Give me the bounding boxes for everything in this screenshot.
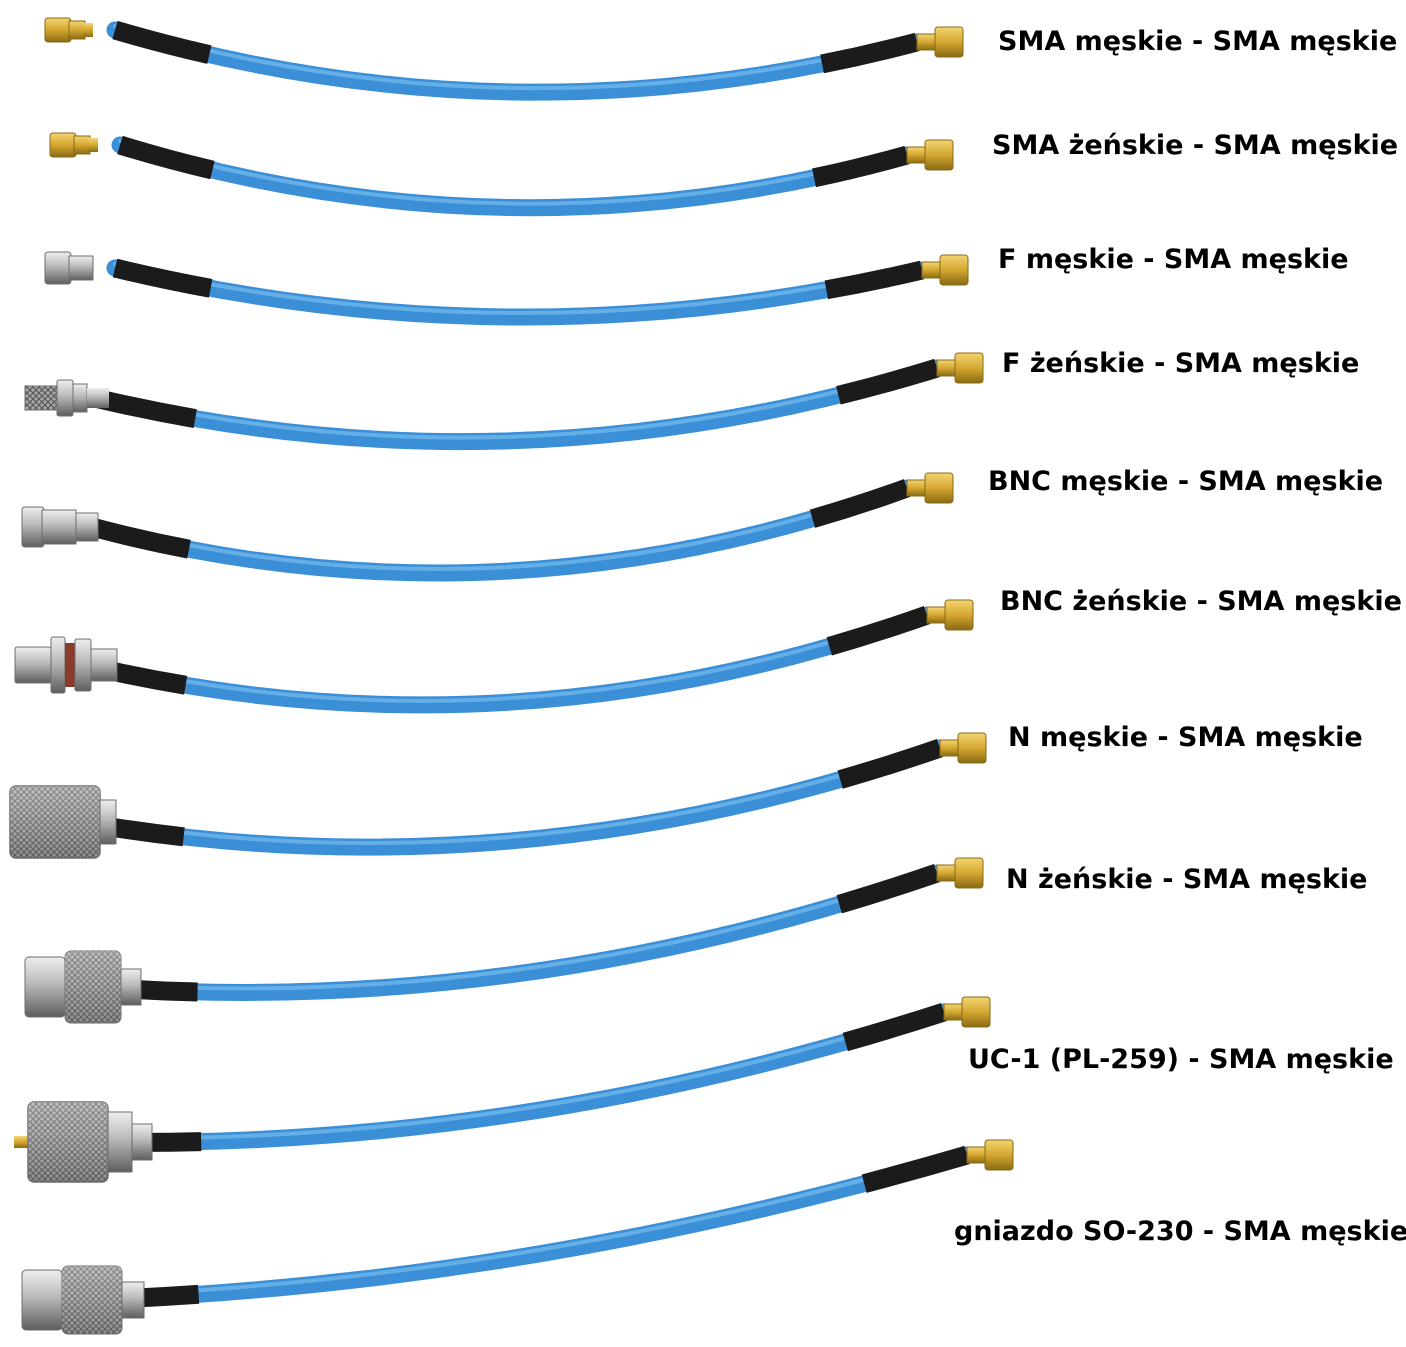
- cable-label: UC-1 (PL-259) - SMA męskie: [968, 1044, 1394, 1075]
- uc1-pl259-nickel-icon: [14, 1101, 153, 1183]
- bnc-male-nickel-icon: [21, 506, 99, 548]
- cable-label: SMA męskie - SMA męskie: [998, 26, 1398, 57]
- blue-coax-cable: [83, 479, 916, 582]
- blue-coax-cable: [86, 864, 946, 1001]
- sma-male-gold-icon: [906, 472, 954, 504]
- n-male-nickel-icon: [9, 785, 117, 859]
- sma-male-gold-icon: [44, 17, 93, 43]
- sma-male-gold-icon: [921, 254, 969, 286]
- sma-male-gold-icon: [939, 732, 987, 764]
- sma-male-gold-icon: [936, 857, 984, 889]
- sma-male-gold-icon: [926, 599, 974, 631]
- cable-assembly: [14, 996, 991, 1183]
- blue-coax-cable: [106, 259, 931, 326]
- heat-shrink-sleeve: [97, 1002, 947, 1152]
- cable-assembly: [9, 732, 987, 859]
- f-female-nickel-icon: [24, 379, 109, 417]
- so230-socket-nickel-icon: [21, 1265, 145, 1335]
- cable-label: SMA żeńskie - SMA męskie: [992, 130, 1399, 161]
- cable-assembly: [44, 17, 964, 102]
- heat-shrink-sleeve: [91, 1145, 970, 1310]
- cable-assembly: [24, 857, 984, 1024]
- cable-label: N żeńskie - SMA męskie: [1006, 864, 1368, 895]
- cable-assembly: [44, 251, 969, 327]
- blue-coax-cable: [71, 739, 949, 856]
- bnc-female-nickel-icon: [14, 636, 118, 694]
- sma-male-gold-icon: [916, 26, 964, 58]
- cable-assembly: [21, 1139, 1014, 1335]
- blue-coax-cable: [76, 606, 936, 714]
- blue-coax-cable: [106, 21, 926, 101]
- cable-label: BNC żeńskie - SMA męskie: [1000, 586, 1402, 617]
- sma-male-gold-icon: [943, 996, 991, 1028]
- heat-shrink-sleeve: [91, 1145, 970, 1310]
- sma-female-gold-icon: [49, 132, 98, 158]
- cable-label: gniazdo SO-230 - SMA męskie: [954, 1216, 1406, 1247]
- blue-coax-cable: [111, 136, 916, 217]
- n-female-nickel-icon: [24, 950, 142, 1024]
- blue-coax-cable: [83, 1146, 976, 1309]
- f-male-nickel-icon: [44, 251, 94, 285]
- cable-label: F męskie - SMA męskie: [998, 244, 1349, 275]
- cable-label: F żeńskie - SMA męskie: [1002, 348, 1360, 379]
- cable-assembly: [24, 352, 984, 452]
- cable-assembly: [49, 132, 954, 218]
- sma-male-gold-icon: [966, 1139, 1014, 1171]
- cable-assembly: [14, 599, 974, 715]
- heat-shrink-sleeve: [97, 1002, 947, 1152]
- sma-male-gold-icon: [936, 352, 984, 384]
- cable-assembly: [21, 472, 954, 583]
- sma-male-gold-icon: [906, 139, 954, 171]
- blue-coax-cable: [89, 1003, 953, 1151]
- cable-label: N męskie - SMA męskie: [1008, 722, 1363, 753]
- cable-label: BNC męskie - SMA męskie: [988, 466, 1384, 497]
- blue-coax-cable: [86, 359, 946, 451]
